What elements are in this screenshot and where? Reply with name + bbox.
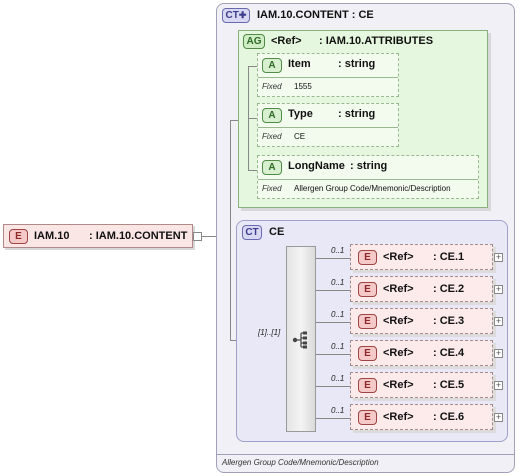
sequence-icon	[292, 331, 307, 349]
element-tag: E	[358, 346, 377, 361]
attribute-type: : string	[338, 58, 376, 70]
child-ref: <Ref>	[383, 251, 414, 263]
attribute-item-box[interactable]: A Item : string Fixed 1555	[257, 53, 399, 97]
connector-line	[316, 354, 350, 355]
attribute-divider	[258, 127, 398, 128]
attribute-divider	[258, 77, 398, 78]
fixed-label: Fixed	[262, 82, 282, 91]
child-occurrence: 0..1	[331, 278, 345, 287]
element-tag: E	[9, 229, 28, 244]
child-name: : CE.6	[433, 411, 465, 423]
expand-plus-icon[interactable]: +	[494, 348, 503, 358]
child-name: : CE.1	[433, 251, 465, 263]
child-element-ce1[interactable]: E <Ref> : CE.1	[350, 244, 493, 270]
expand-plus-icon: ✚	[238, 10, 247, 20]
connector-line	[230, 120, 238, 121]
outer-type-name: IAM.10.CONTENT : CE	[257, 9, 374, 21]
outer-type-description: Allergen Group Code/Mnemonic/Description	[222, 458, 379, 467]
child-occurrence: 0..1	[331, 374, 345, 383]
connector-line	[230, 120, 231, 340]
connector-line	[316, 322, 350, 323]
sequence-occurrence: [1]..[1]	[258, 328, 281, 337]
child-ref: <Ref>	[383, 347, 414, 359]
child-element-ce5[interactable]: E <Ref> : CE.5	[350, 372, 493, 398]
attribute-tag: A	[262, 58, 282, 73]
connector-line	[248, 66, 258, 67]
child-ref: <Ref>	[383, 379, 414, 391]
element-tag: E	[358, 410, 377, 425]
fixed-value: 1555	[294, 82, 312, 91]
attribute-type: : string	[350, 160, 388, 172]
fixed-label: Fixed	[262, 132, 282, 141]
element-tag: E	[358, 314, 377, 329]
child-occurrence: 0..1	[331, 246, 345, 255]
attribute-divider	[258, 179, 478, 180]
expand-plus-icon[interactable]: +	[494, 252, 503, 262]
fixed-label: Fixed	[262, 184, 282, 193]
attribute-group-tag: AG	[243, 34, 265, 49]
child-ref: <Ref>	[383, 315, 414, 327]
attribute-group-name: : IAM.10.ATTRIBUTES	[319, 35, 434, 47]
attribute-name: Item	[288, 58, 311, 70]
connector-line	[316, 386, 350, 387]
inner-type-name: CE	[269, 226, 285, 238]
child-element-ce2[interactable]: E <Ref> : CE.2	[350, 276, 493, 302]
description-divider	[217, 454, 514, 455]
connector-line	[202, 236, 216, 237]
connector-line	[248, 118, 258, 119]
expand-plus-icon[interactable]: +	[494, 284, 503, 294]
root-expand-connector[interactable]	[193, 232, 202, 241]
child-ref: <Ref>	[383, 283, 414, 295]
attribute-tag: A	[262, 160, 282, 175]
child-occurrence: 0..1	[331, 342, 345, 351]
connector-line	[316, 290, 350, 291]
attribute-tag: A	[262, 108, 282, 123]
element-tag: E	[358, 250, 377, 265]
root-element-type: : IAM.10.CONTENT	[89, 230, 188, 242]
child-occurrence: 0..1	[331, 310, 345, 319]
attribute-group-ref: <Ref>	[271, 35, 302, 47]
child-element-ce4[interactable]: E <Ref> : CE.4	[350, 340, 493, 366]
child-ref: <Ref>	[383, 411, 414, 423]
root-element-box[interactable]: E IAM.10 : IAM.10.CONTENT	[3, 224, 193, 248]
connector-line	[316, 258, 350, 259]
attribute-type: : string	[338, 108, 376, 120]
complex-type-tag: CT	[242, 225, 262, 240]
connector-line	[316, 418, 350, 419]
element-tag: E	[358, 378, 377, 393]
connector-line	[248, 170, 258, 171]
expand-plus-icon[interactable]: +	[494, 316, 503, 326]
fixed-value: CE	[294, 132, 306, 141]
child-element-ce3[interactable]: E <Ref> : CE.3	[350, 308, 493, 334]
expand-plus-icon[interactable]: +	[494, 412, 503, 422]
root-element-name: IAM.10	[34, 230, 70, 242]
element-tag: E	[358, 282, 377, 297]
attribute-longname-box[interactable]: A LongName : string Fixed Allergen Group…	[257, 155, 479, 199]
fixed-value: Allergen Group Code/Mnemonic/Description	[294, 184, 451, 193]
expand-plus-icon[interactable]: +	[494, 380, 503, 390]
child-occurrence: 0..1	[331, 406, 345, 415]
child-name: : CE.2	[433, 283, 465, 295]
complex-type-tag: CT✚	[222, 8, 250, 23]
attribute-name: Type	[288, 108, 313, 120]
child-element-ce6[interactable]: E <Ref> : CE.6	[350, 404, 493, 430]
attribute-type-box[interactable]: A Type : string Fixed CE	[257, 103, 399, 147]
child-name: : CE.5	[433, 379, 465, 391]
attribute-name: LongName	[288, 160, 345, 172]
child-name: : CE.3	[433, 315, 465, 327]
child-name: : CE.4	[433, 347, 465, 359]
